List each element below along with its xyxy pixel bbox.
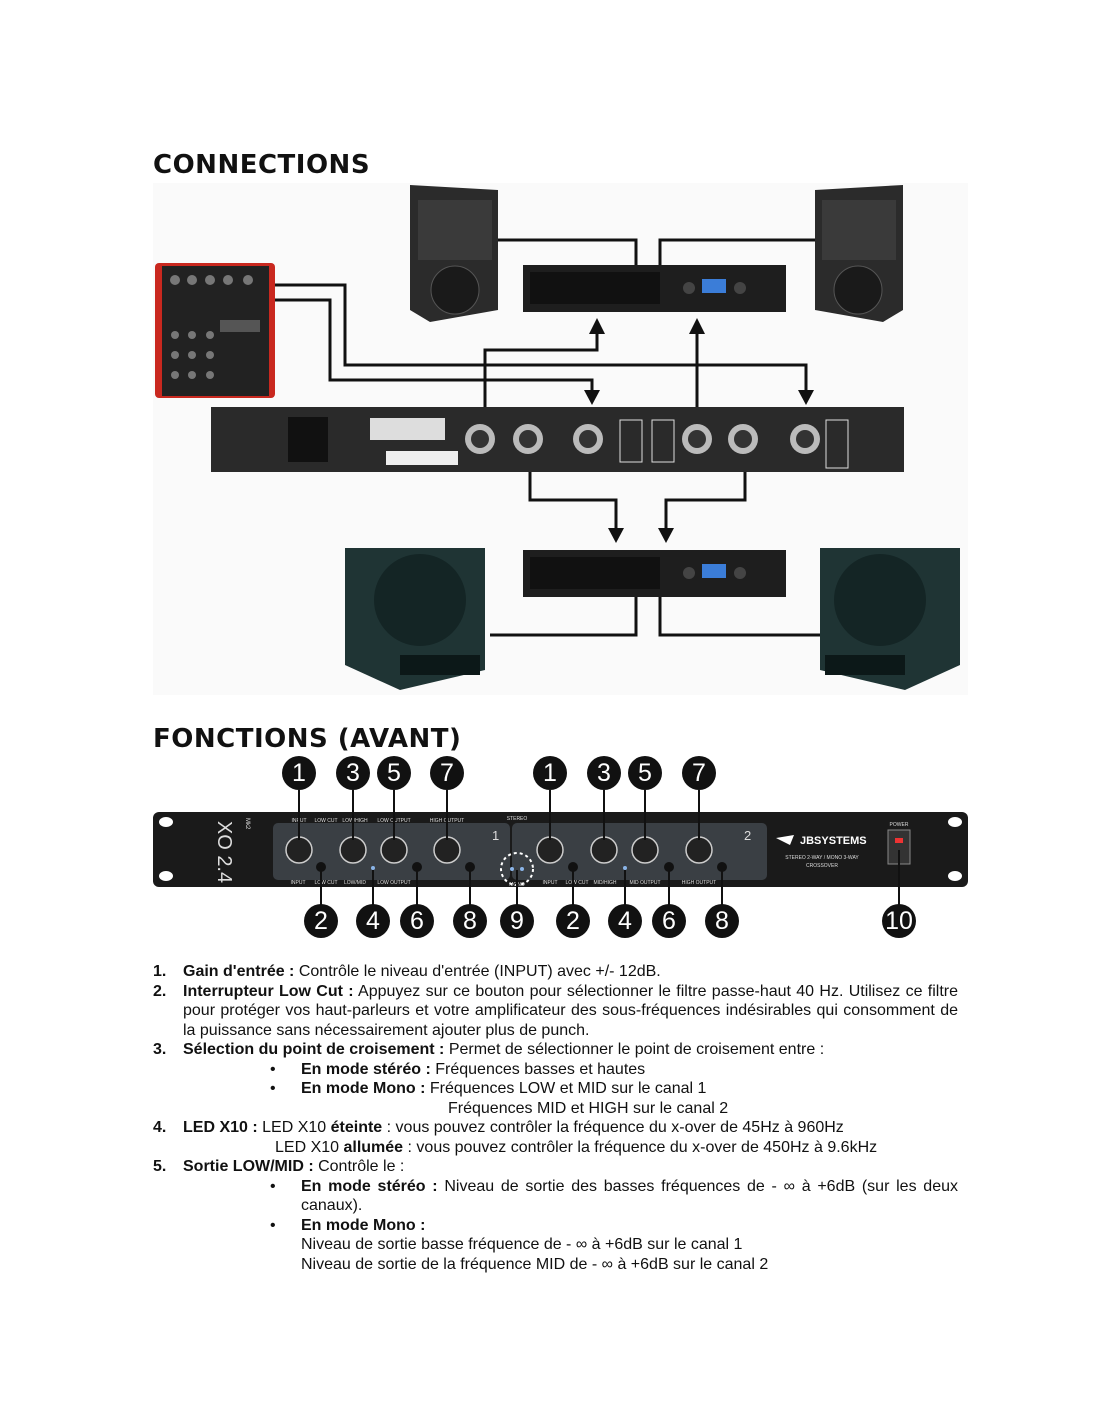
bullet-text: Niveau de sortie des basses fréquences d… <box>301 1177 958 1215</box>
amplifier-bottom <box>523 550 786 597</box>
callout-badge: 7 <box>430 756 464 790</box>
callout-badge: 3 <box>587 756 621 790</box>
item-number: 1. <box>153 963 167 980</box>
list-item: 5. Sortie LOW/MID : Contrôle le : <box>153 1157 958 1177</box>
callout-badge: 6 <box>400 904 434 938</box>
label-mid-high: MID/HIGH <box>593 880 616 886</box>
callout-badge: 1 <box>282 756 316 790</box>
speaker-top-right <box>815 185 903 322</box>
label-low-cut: LOW CUT <box>314 818 337 824</box>
item-bold: éteinte <box>330 1119 383 1136</box>
item-label: Sortie LOW/MID : <box>183 1158 314 1175</box>
bullet-label: En mode Mono : <box>301 1080 426 1097</box>
label-mid-output: MID OUTPUT <box>629 880 660 886</box>
callout-badge: 6 <box>652 904 686 938</box>
arrows <box>584 318 814 543</box>
callout-badge: 8 <box>705 904 739 938</box>
callout-badge: 1 <box>533 756 567 790</box>
label-low-output: LOW OUTPUT <box>377 880 410 886</box>
crossover-front-panel: XO 2.4 Mk2 JBSYSTEMS STEREO 2-WAY / MONO… <box>153 812 968 888</box>
speaker-top-left <box>410 185 498 322</box>
bullet-item: •En mode Mono : <box>270 1216 426 1234</box>
callout-badge: 5 <box>377 756 411 790</box>
model-name: XO 2.4 <box>213 821 235 883</box>
bullet-continuation: Fréquences MID et HIGH sur le canal 2 <box>448 1099 729 1117</box>
subwoofer-left <box>345 548 485 690</box>
item-number: 3. <box>153 1041 167 1058</box>
item-text: LED X10 <box>275 1138 344 1156</box>
channel-1-label: 1 <box>492 828 499 843</box>
list-item: 3. Sélection du point de croisement : Per… <box>153 1040 958 1060</box>
bullet-line: Niveau de sortie basse fréquence de - ∞ … <box>301 1236 743 1253</box>
bullet-label: En mode stéréo : <box>301 1060 431 1078</box>
item-number: 4. <box>153 1119 167 1136</box>
label-low-high: LOW/HIGH <box>342 818 368 824</box>
item-text: Contrôle le niveau d'entrée (INPUT) avec… <box>294 963 661 980</box>
item-label: Gain d'entrée : <box>183 963 295 980</box>
callout-badge: 2 <box>556 904 590 938</box>
item-text: : vous pouvez contrôler la fréquence du … <box>382 1119 844 1136</box>
item-label: Interrupteur Low Cut : <box>183 982 354 1000</box>
fonctions-heading: FONCTIONS (AVANT) <box>153 724 462 754</box>
item-text: Permet de sélectionner le point de crois… <box>444 1041 825 1058</box>
item-continuation: LED X10 allumée : vous pouvez contrôler … <box>153 1138 958 1158</box>
callout-badge: 3 <box>336 756 370 790</box>
item-text: Appuyez sur ce bouton pour sélectionner … <box>183 982 959 1039</box>
subwoofer-right <box>820 548 960 690</box>
mixer <box>155 263 275 398</box>
connections-heading: CONNECTIONS <box>153 150 371 180</box>
item-number: 5. <box>153 1158 167 1175</box>
label-input: INPUT <box>291 880 306 886</box>
bullet-item: •En mode stéréo : Fréquences basses et h… <box>270 1060 646 1078</box>
bullet-line: Niveau de sortie de la fréquence MID de … <box>301 1255 769 1273</box>
stereo-label: STEREO <box>507 816 528 822</box>
item-bold: allumée <box>343 1138 404 1156</box>
item-number: 2. <box>153 982 167 1000</box>
bullet-item: •En mode Mono : Fréquences LOW et MID su… <box>270 1080 707 1097</box>
item-text: LED X10 <box>257 1119 331 1136</box>
label-input: INPUT <box>543 880 558 886</box>
cables <box>275 238 820 637</box>
label-low-cut: LOW CUT <box>314 880 337 886</box>
channel-2-label: 2 <box>744 828 751 843</box>
function-list: 1. Gain d'entrée : Contrôle le niveau d'e… <box>153 962 958 1274</box>
callout-badge: 10 <box>882 904 916 938</box>
device-subtitle-2: CROSSOVER <box>806 863 838 869</box>
callout-badge: 5 <box>628 756 662 790</box>
callout-badge: 8 <box>453 904 487 938</box>
list-item: 2. Interrupteur Low Cut : Appuyez sur ce … <box>153 982 958 1041</box>
label-high-output: HIGH OUTPUT <box>682 880 716 886</box>
item-label: Sélection du point de croisement : <box>183 1041 445 1058</box>
callout-badge: 7 <box>682 756 716 790</box>
brand-logo-icon <box>776 835 794 845</box>
amplifier-top <box>523 265 786 312</box>
crossover-rear-panel <box>211 407 904 472</box>
callout-badge: 4 <box>608 904 642 938</box>
callout-badge: 9 <box>500 904 534 938</box>
bullet-text: Fréquences LOW et MID sur le canal 1 <box>425 1080 707 1097</box>
power-label: POWER <box>890 822 909 828</box>
bullet-label: En mode Mono : <box>301 1216 426 1234</box>
model-suffix: Mk2 <box>244 818 250 830</box>
bullet-label: En mode stéréo : <box>301 1177 438 1195</box>
item-label: LED X10 : <box>183 1119 258 1136</box>
item-text: : vous pouvez contrôler la fréquence du … <box>403 1138 878 1156</box>
callout-badge: 2 <box>304 904 338 938</box>
label-low-mid: LOW/MID <box>344 880 366 886</box>
label-low-cut: LOW CUT <box>565 880 588 886</box>
device-subtitle-1: STEREO 2-WAY / MONO 3-WAY <box>785 855 859 861</box>
bullet-item: •En mode stéréo : Niveau de sortie des b… <box>270 1177 958 1215</box>
list-item: 1. Gain d'entrée : Contrôle le niveau d'e… <box>153 962 958 982</box>
callout-lines <box>298 790 900 905</box>
callout-badge: 4 <box>356 904 390 938</box>
list-item: 4. LED X10 : LED X10 éteinte : vous pouve… <box>153 1118 958 1138</box>
brand-logo: JBSYSTEMS <box>800 835 867 847</box>
bullet-text: Fréquences basses et hautes <box>430 1060 646 1078</box>
item-text: Contrôle le : <box>313 1158 405 1175</box>
